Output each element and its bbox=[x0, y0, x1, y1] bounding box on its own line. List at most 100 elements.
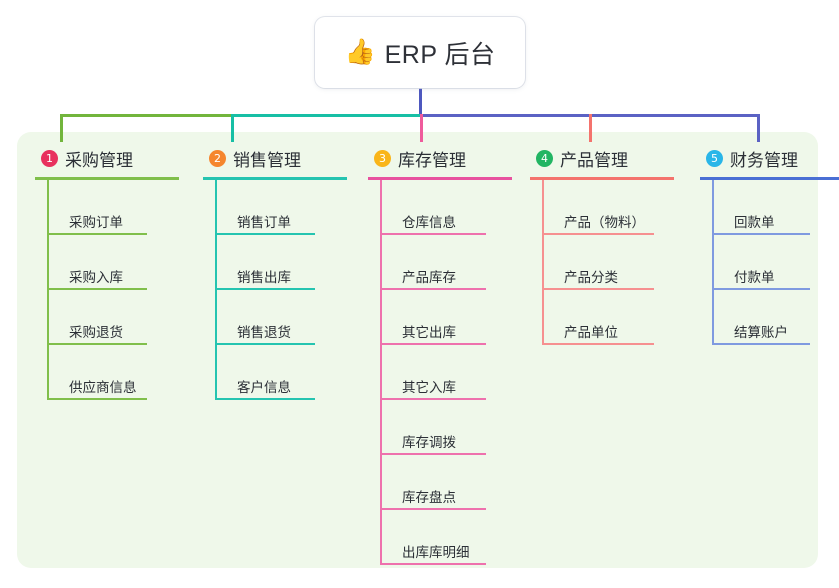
branch-spine-3 bbox=[380, 180, 382, 565]
branch-body-5: 回款单 付款单 结算账户 bbox=[712, 180, 839, 345]
branch-body-1: 采购订单 采购入库 采购退货 供应商信息 bbox=[47, 180, 187, 400]
leaf-label: 产品单位 bbox=[564, 325, 618, 340]
branch-column-4: 4 产品管理 产品（物料） 产品分类 产品单位 bbox=[530, 146, 682, 345]
branch-badge-4: 4 bbox=[536, 149, 553, 167]
root-node[interactable]: 👍 ERP 后台 bbox=[315, 17, 525, 88]
leaf-item[interactable]: 采购订单 bbox=[49, 180, 187, 235]
leaf-label: 其它入库 bbox=[402, 380, 456, 395]
drop-connector-2 bbox=[231, 114, 234, 142]
leaf-item[interactable]: 采购退货 bbox=[49, 290, 187, 345]
branch-header-3[interactable]: 3 库存管理 bbox=[368, 146, 520, 170]
leaf-item[interactable]: 客户信息 bbox=[217, 345, 355, 400]
leaf-item[interactable]: 采购入库 bbox=[49, 235, 187, 290]
root-node-content: 👍 ERP 后台 bbox=[344, 35, 495, 71]
drop-connector-4 bbox=[589, 114, 592, 142]
branch-rule-5 bbox=[700, 177, 839, 180]
leaf-rule bbox=[382, 508, 486, 510]
branch-spine-2 bbox=[215, 180, 217, 400]
leaf-item[interactable]: 产品分类 bbox=[544, 235, 682, 290]
branches-panel bbox=[17, 132, 818, 568]
leaf-item[interactable]: 供应商信息 bbox=[49, 345, 187, 400]
leaf-label: 产品分类 bbox=[564, 270, 618, 285]
root-stem-connector bbox=[419, 88, 422, 116]
leaf-item[interactable]: 仓库信息 bbox=[382, 180, 520, 235]
leaf-label: 其它出库 bbox=[402, 325, 456, 340]
branch-column-2: 2 销售管理 销售订单 销售出库 销售退货 客户信息 bbox=[203, 146, 355, 400]
leaf-label: 销售订单 bbox=[237, 215, 291, 230]
leaf-rule bbox=[714, 288, 810, 290]
branch-header-5[interactable]: 5 财务管理 bbox=[700, 146, 839, 170]
branch-title-1: 采购管理 bbox=[65, 150, 133, 170]
branch-body-2: 销售订单 销售出库 销售退货 客户信息 bbox=[215, 180, 355, 400]
leaf-item[interactable]: 回款单 bbox=[714, 180, 839, 235]
branch-title-2: 销售管理 bbox=[233, 150, 301, 170]
leaf-rule bbox=[217, 398, 315, 400]
branch-title-3: 库存管理 bbox=[398, 150, 466, 170]
leaf-label: 产品（物料） bbox=[564, 215, 645, 230]
leaf-label: 仓库信息 bbox=[402, 215, 456, 230]
leaf-label: 采购退货 bbox=[69, 325, 123, 340]
leaf-item[interactable]: 销售出库 bbox=[217, 235, 355, 290]
branch-rule-2 bbox=[203, 177, 347, 180]
branch-badge-3: 3 bbox=[374, 149, 391, 167]
root-node-title: ERP 后台 bbox=[384, 40, 496, 69]
branch-header-4[interactable]: 4 产品管理 bbox=[530, 146, 682, 170]
leaf-rule bbox=[382, 343, 486, 345]
branch-badge-5: 5 bbox=[706, 149, 723, 167]
branch-badge-1: 1 bbox=[41, 149, 58, 167]
leaf-item[interactable]: 库存盘点 bbox=[382, 455, 520, 510]
branch-title-5: 财务管理 bbox=[730, 150, 798, 170]
leaf-item[interactable]: 产品单位 bbox=[544, 290, 682, 345]
branch-header-1[interactable]: 1 采购管理 bbox=[35, 146, 187, 170]
bus-connector-teal bbox=[231, 114, 421, 117]
branch-rule-3 bbox=[368, 177, 512, 180]
leaf-rule bbox=[382, 288, 486, 290]
leaf-label: 结算账户 bbox=[734, 325, 788, 340]
leaf-item[interactable]: 库存调拨 bbox=[382, 400, 520, 455]
leaf-item[interactable]: 结算账户 bbox=[714, 290, 839, 345]
leaf-rule bbox=[217, 343, 315, 345]
leaf-rule bbox=[217, 233, 315, 235]
leaf-item[interactable]: 产品库存 bbox=[382, 235, 520, 290]
branch-spine-5 bbox=[712, 180, 714, 345]
leaf-rule bbox=[49, 233, 147, 235]
leaf-label: 客户信息 bbox=[237, 380, 291, 395]
leaf-rule bbox=[49, 398, 147, 400]
leaf-label: 销售退货 bbox=[237, 325, 291, 340]
leaf-rule bbox=[382, 453, 486, 455]
leaf-item[interactable]: 产品（物料） bbox=[544, 180, 682, 235]
branch-badge-2: 2 bbox=[209, 149, 226, 167]
leaf-label: 回款单 bbox=[734, 215, 775, 230]
leaf-rule bbox=[49, 288, 147, 290]
leaf-rule bbox=[544, 288, 654, 290]
bus-connector-green bbox=[60, 114, 232, 117]
branch-column-1: 1 采购管理 采购订单 采购入库 采购退货 供应商信息 bbox=[35, 146, 187, 400]
leaf-rule bbox=[382, 233, 486, 235]
leaf-label: 采购订单 bbox=[69, 215, 123, 230]
leaf-label: 出库库明细 bbox=[402, 545, 470, 560]
branch-body-4: 产品（物料） 产品分类 产品单位 bbox=[542, 180, 682, 345]
leaf-label: 付款单 bbox=[734, 270, 775, 285]
leaf-item[interactable]: 其它出库 bbox=[382, 290, 520, 345]
leaf-item[interactable]: 销售订单 bbox=[217, 180, 355, 235]
leaf-rule bbox=[382, 563, 486, 565]
leaf-item[interactable]: 出库库明细 bbox=[382, 510, 520, 565]
leaf-rule bbox=[217, 288, 315, 290]
branch-column-3: 3 库存管理 仓库信息 产品库存 其它出库 其它入库 库存调拨 bbox=[368, 146, 520, 565]
leaf-label: 供应商信息 bbox=[69, 380, 137, 395]
leaf-rule bbox=[714, 343, 810, 345]
branch-spine-4 bbox=[542, 180, 544, 345]
leaf-rule bbox=[714, 233, 810, 235]
drop-connector-3 bbox=[420, 114, 423, 142]
thumbs-up-icon: 👍 bbox=[344, 38, 376, 66]
leaf-item[interactable]: 付款单 bbox=[714, 235, 839, 290]
branch-column-5: 5 财务管理 回款单 付款单 结算账户 bbox=[700, 146, 839, 345]
leaf-label: 销售出库 bbox=[237, 270, 291, 285]
branch-header-2[interactable]: 2 销售管理 bbox=[203, 146, 355, 170]
leaf-item[interactable]: 销售退货 bbox=[217, 290, 355, 345]
drop-connector-5 bbox=[757, 114, 760, 142]
leaf-item[interactable]: 其它入库 bbox=[382, 345, 520, 400]
branch-spine-1 bbox=[47, 180, 49, 400]
branch-title-4: 产品管理 bbox=[560, 150, 628, 170]
